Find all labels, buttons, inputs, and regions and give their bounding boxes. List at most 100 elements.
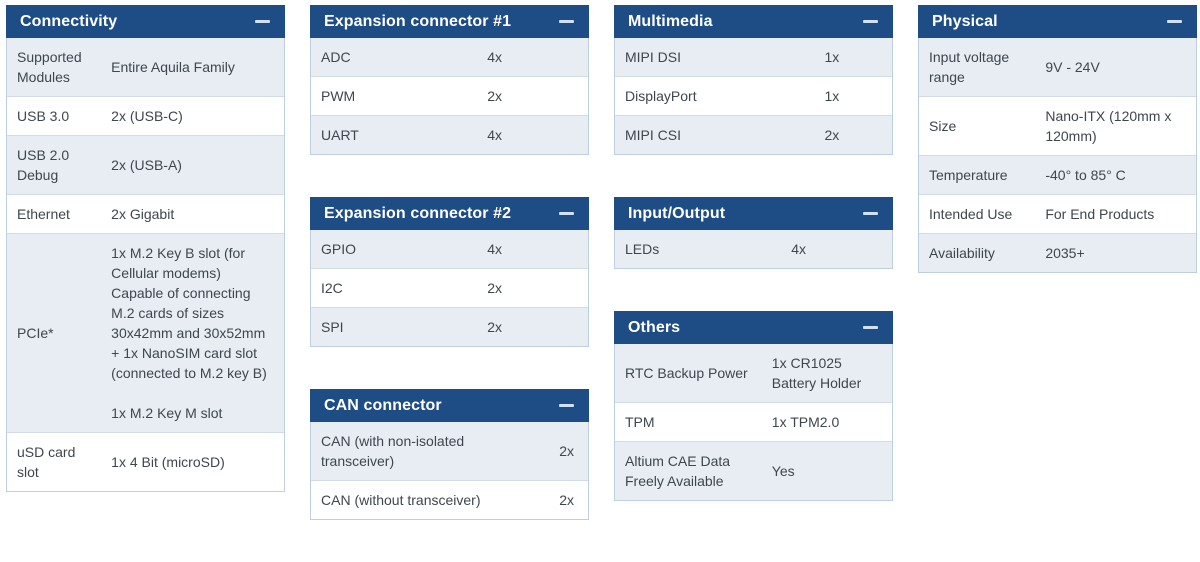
collapse-minus-icon[interactable] [557, 397, 575, 415]
spec-label: USB 3.0 [17, 108, 70, 124]
spec-value: 1x 4 Bit (microSD) [111, 454, 225, 470]
spec-label: USB 2.0 Debug [17, 147, 70, 183]
minus-bar [254, 20, 270, 23]
section-header-expansion-connector-2[interactable]: Expansion connector #2 [310, 197, 589, 230]
spec-value: 2x (USB-A) [111, 157, 182, 173]
spec-row: MIPI DSI 1x [615, 38, 892, 76]
spec-row: I2C 2x [311, 268, 588, 307]
collapse-minus-icon[interactable] [253, 13, 271, 31]
spec-value: 2x [824, 127, 840, 143]
spec-label: PCIe* [17, 325, 54, 341]
section-body: RTC Backup Power 1x CR1025 Battery Holder… [614, 344, 893, 501]
spec-label: TPM [625, 414, 655, 430]
spec-value: 1x TPM2.0 [771, 414, 840, 430]
collapse-minus-icon[interactable] [1165, 13, 1183, 31]
spec-value: 4x [791, 241, 806, 257]
spec-label: LEDs [625, 241, 660, 257]
section-header-can-connector[interactable]: CAN connector [310, 389, 589, 422]
spec-value: 4x [487, 49, 502, 65]
spec-row: TPM 1x TPM2.0 [615, 402, 892, 441]
section-title: Expansion connector #2 [324, 204, 512, 222]
spec-value: 1x CR1025 Battery Holder [771, 355, 862, 391]
spec-row: Temperature-40° to 85° C [919, 155, 1196, 194]
spec-value: 1x [824, 49, 840, 65]
spec-value: 2x [487, 319, 502, 335]
spec-row: USB 3.0 2x (USB-C) [7, 96, 284, 135]
spec-label: UART [321, 127, 359, 143]
spec-value: For End Products [1045, 206, 1155, 222]
section-header-input-output[interactable]: Input/Output [614, 197, 893, 230]
section-header-expansion-connector-1[interactable]: Expansion connector #1 [310, 5, 589, 38]
spec-value: 4x [487, 241, 502, 257]
spec-label: Ethernet [17, 206, 70, 222]
section-header-others[interactable]: Others [614, 311, 893, 344]
section-header-multimedia[interactable]: Multimedia [614, 5, 893, 38]
spec-label: CAN (with non-isolated transceiver) [321, 433, 465, 469]
spec-value: 2x (USB-C) [111, 108, 183, 124]
spec-label: I2C [321, 280, 343, 296]
spec-label: Size [929, 118, 957, 134]
spec-label: DisplayPort [625, 88, 697, 104]
spec-value: 1x [824, 88, 840, 104]
spec-value: Nano-ITX (120mm x 120mm) [1045, 108, 1172, 144]
spec-row: SPI 2x [311, 307, 588, 346]
section-header-physical[interactable]: Physical [918, 5, 1197, 38]
collapse-minus-icon[interactable] [861, 319, 879, 337]
spec-row: PCIe* 1x M.2 Key B slot (for Cellular mod… [7, 233, 284, 432]
spec-value: 1x M.2 Key B slot (for Cellular modems) … [111, 245, 267, 421]
section-title: CAN connector [324, 396, 442, 414]
spec-label: SPI [321, 319, 344, 335]
collapse-minus-icon[interactable] [861, 205, 879, 223]
spec-row: GPIO 4x [311, 230, 588, 268]
spec-value: Entire Aquila Family [111, 59, 235, 75]
spec-label: RTC Backup Power [625, 365, 748, 381]
spec-row: USB 2.0 Debug 2x (USB-A) [7, 135, 284, 194]
spec-row: Intended Use For End Products [919, 194, 1196, 233]
spec-label: Altium CAE Data Freely Available [625, 453, 731, 489]
spec-value: 2x Gigabit [111, 206, 175, 222]
spec-value: -40° to 85° C [1045, 167, 1126, 183]
collapse-minus-icon[interactable] [557, 13, 575, 31]
minus-bar [862, 326, 878, 329]
section-title: Expansion connector #1 [324, 12, 512, 30]
collapse-minus-icon[interactable] [861, 13, 879, 31]
section-title: Input/Output [628, 204, 726, 222]
spec-row: RTC Backup Power 1x CR1025 Battery Holder [615, 344, 892, 402]
collapse-minus-icon[interactable] [557, 205, 575, 223]
spec-row: LEDs 4x [615, 230, 892, 268]
section-title: Physical [932, 12, 998, 30]
spec-row: Size Nano-ITX (120mm x 120mm) [919, 96, 1196, 155]
section-title: Connectivity [20, 12, 118, 30]
spec-value: 2x [487, 280, 502, 296]
section-header-connectivity[interactable]: Connectivity [6, 5, 285, 38]
spec-row: Ethernet 2x Gigabit [7, 194, 284, 233]
minus-bar [862, 212, 878, 215]
spec-row: uSD card slot 1x 4 Bit (microSD) [7, 432, 284, 491]
spec-value: 2x [487, 88, 502, 104]
spec-label: Intended Use [929, 206, 1013, 222]
spec-label: MIPI DSI [625, 49, 682, 65]
spec-label: GPIO [321, 241, 357, 257]
spec-label: uSD card slot [17, 444, 76, 480]
section-title: Others [628, 318, 681, 336]
